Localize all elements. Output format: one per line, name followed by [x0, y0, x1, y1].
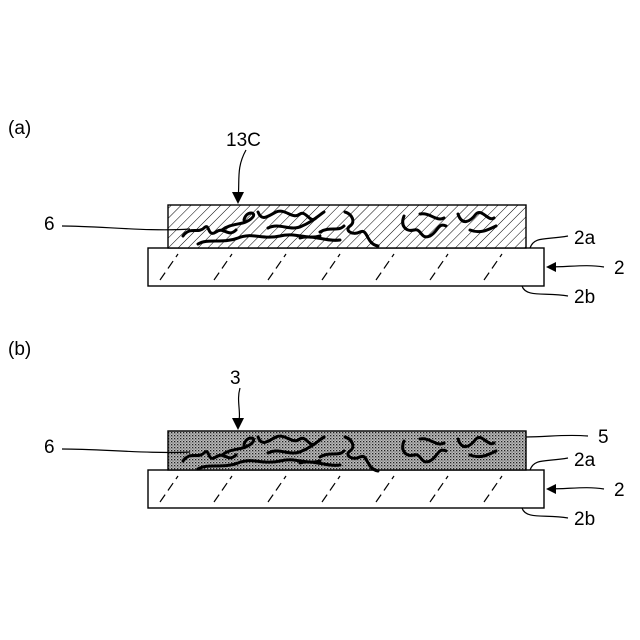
label-3: 3	[230, 368, 241, 389]
arrow-13c	[232, 192, 244, 204]
label-6-b: 6	[44, 437, 55, 458]
leader-2a-b	[530, 458, 568, 470]
label-6-a: 6	[44, 214, 55, 235]
label-2a-b: 2a	[574, 450, 596, 471]
label-2b-b: 2b	[574, 509, 595, 530]
panel-a-label: (a)	[8, 118, 31, 139]
label-13c: 13C	[226, 130, 261, 151]
panel-b-label: (b)	[8, 339, 31, 360]
label-2a-a: 2a	[574, 228, 596, 249]
leader-2b-a	[522, 286, 568, 296]
leader-2b-b	[522, 508, 568, 518]
label-5: 5	[598, 427, 609, 448]
panel-b: (b) 3 6 5 2a 2 2b	[8, 339, 625, 530]
label-2b-a: 2b	[574, 287, 595, 308]
panel-a: (a) 13C 6 2a 2 2b	[8, 118, 625, 308]
label-2-a: 2	[614, 258, 625, 279]
substrate-2-b	[148, 470, 544, 508]
leader-2-a	[548, 266, 604, 267]
arrow-2-b	[546, 484, 556, 494]
substrate-2-a	[148, 248, 544, 286]
leader-2a-a	[530, 236, 568, 248]
label-2-b: 2	[614, 480, 625, 501]
leader-2-b	[548, 488, 604, 489]
leader-5	[526, 435, 588, 437]
arrow-3	[232, 418, 244, 430]
arrow-2-a	[546, 262, 556, 272]
